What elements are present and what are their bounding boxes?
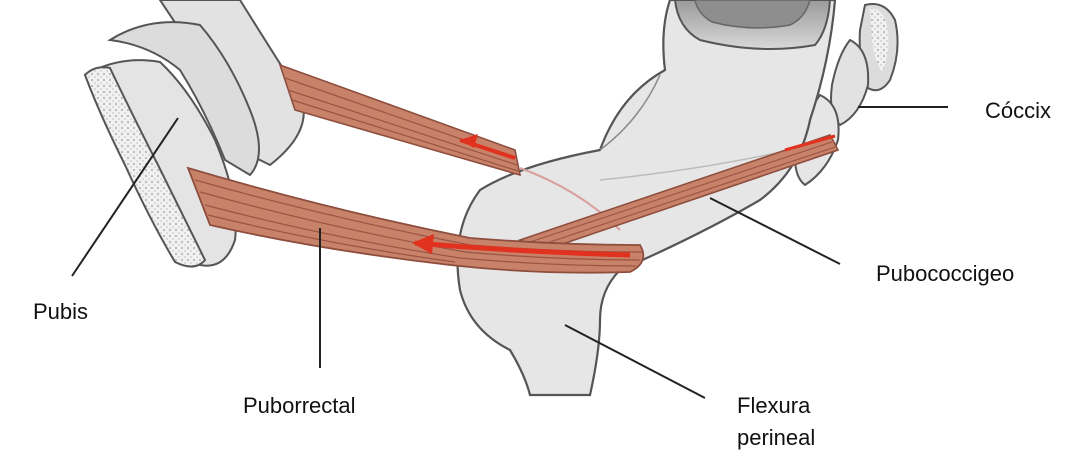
- puborectalis-muscle: [186, 166, 645, 274]
- label-flexura-line2: perineal: [737, 424, 816, 450]
- label-pubis: Pubis: [33, 299, 89, 324]
- leader-line-flexura: [564, 324, 706, 399]
- label-pubococcigeo: Pubococcigeo: [876, 261, 1015, 286]
- label-flexura-perineal: Flexura perineal: [737, 390, 815, 454]
- label-puborrectal: Puborrectal: [243, 393, 356, 418]
- label-flexura-line1: Flexura: [737, 393, 811, 418]
- leader-lines: [71, 106, 948, 399]
- label-coccix: Cóccix: [985, 98, 1052, 123]
- leader-line-pubis: [71, 117, 179, 277]
- leader-line-pubococcigeo: [709, 197, 841, 265]
- upper-muscle-band: [278, 63, 522, 177]
